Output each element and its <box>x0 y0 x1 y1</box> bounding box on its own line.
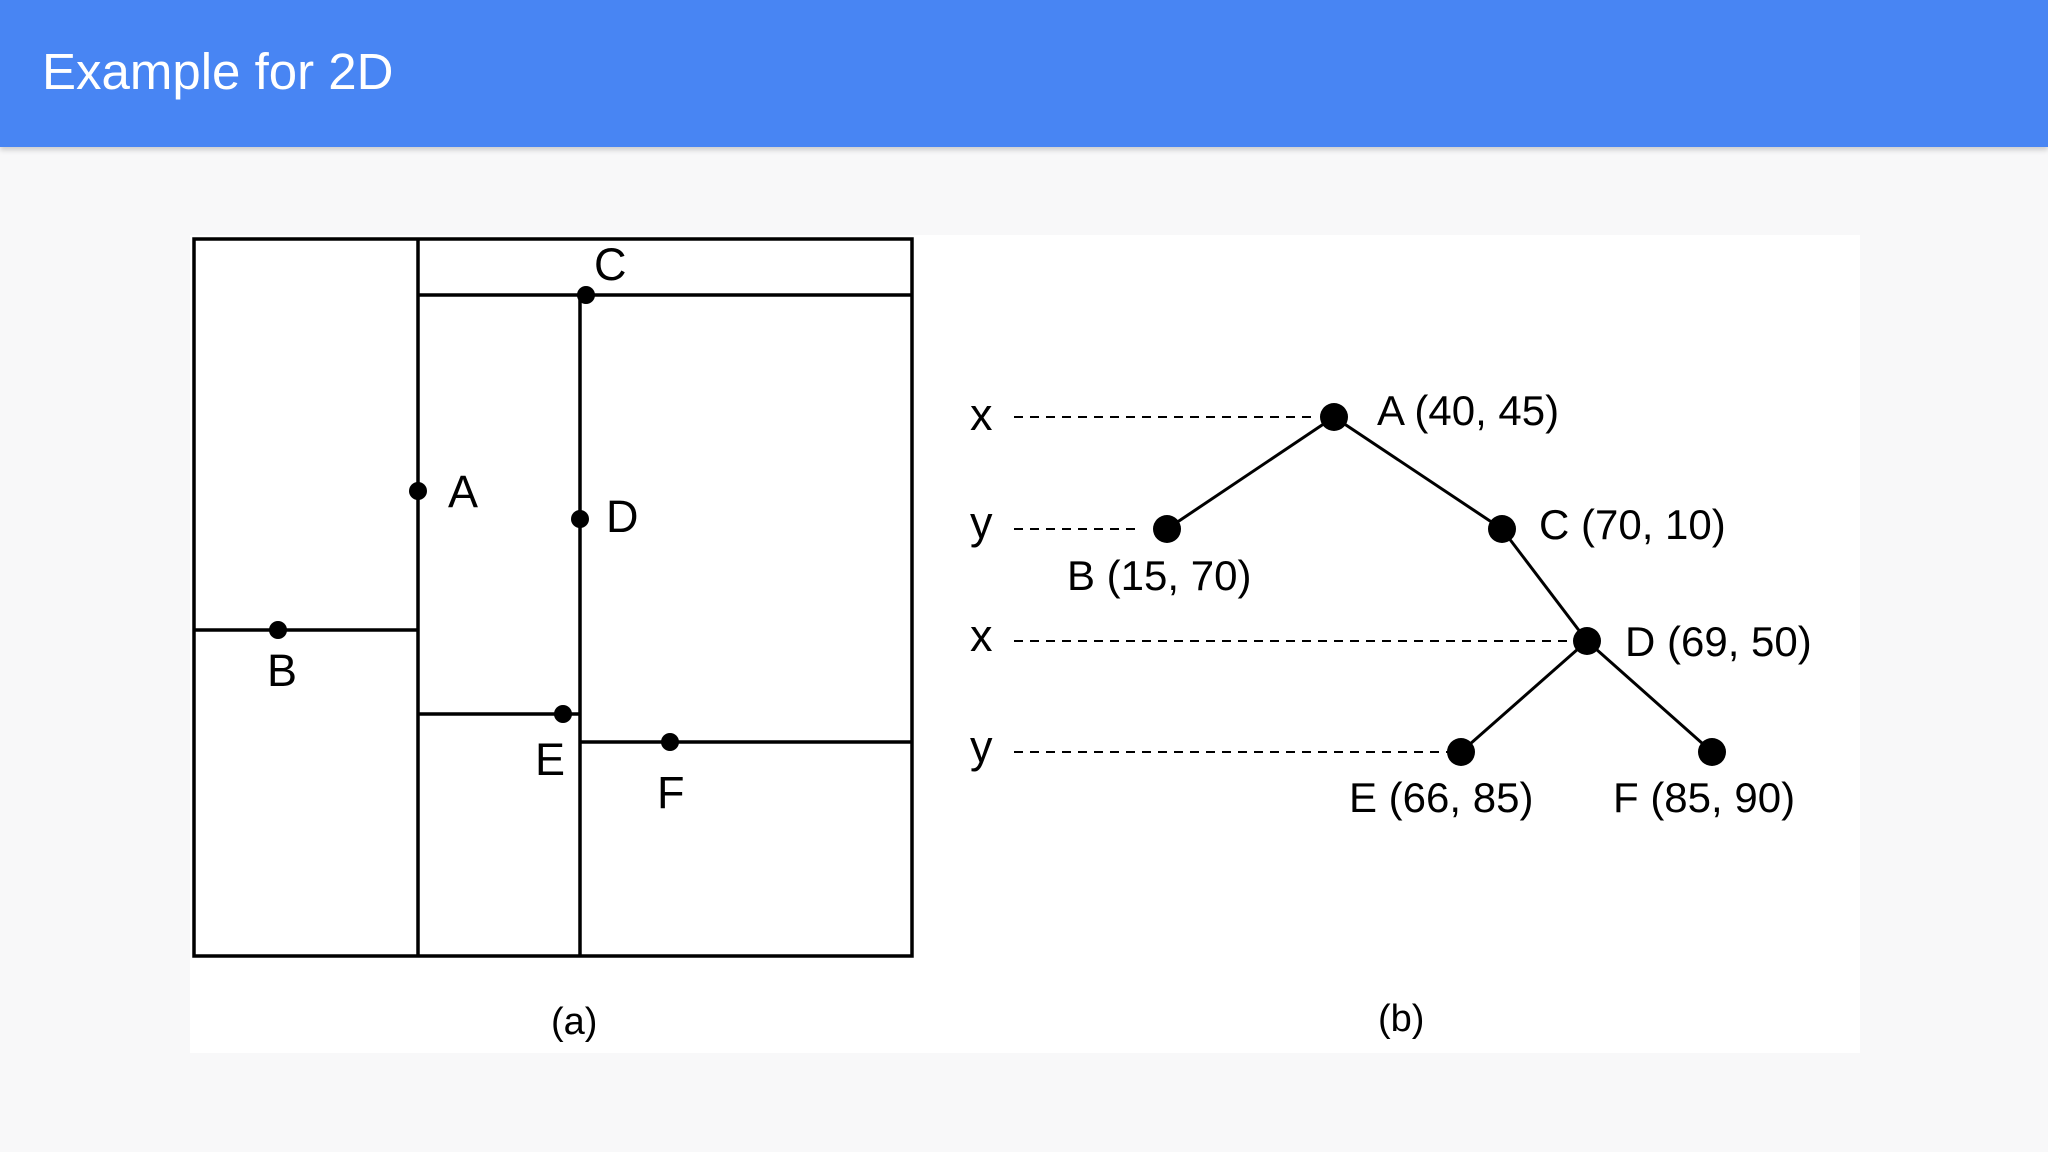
tree-node-label-f: F (85, 90) <box>1613 774 1795 821</box>
level-label-4: y <box>970 721 993 772</box>
level-label-3: x <box>970 610 993 661</box>
point-c <box>577 286 595 304</box>
caption-a: (a) <box>551 1001 597 1043</box>
edge-d-e <box>1460 639 1588 754</box>
point-a <box>409 482 427 500</box>
level-label-1: x <box>970 389 993 440</box>
edge-a-c <box>1333 415 1503 531</box>
tree-node-b <box>1153 515 1181 543</box>
bounding-box <box>192 237 914 958</box>
edge-c-d <box>1500 528 1589 642</box>
point-label-f: F <box>657 767 685 818</box>
level-guides <box>1014 416 1572 753</box>
tree-edges <box>1166 415 1713 754</box>
point-label-c: C <box>594 239 627 290</box>
tree-node-label-a: A (40, 45) <box>1377 387 1559 434</box>
title-bar: Example for 2D <box>0 0 2048 147</box>
tree-node-d <box>1573 627 1601 655</box>
slide-title: Example for 2D <box>42 43 394 100</box>
partition-points <box>269 286 679 751</box>
point-b <box>269 621 287 639</box>
tree-node-label-b: B (15, 70) <box>1067 552 1251 599</box>
point-label-b: B <box>267 645 297 696</box>
partition-panel <box>192 237 914 958</box>
tree-node-f <box>1698 738 1726 766</box>
tree-node-label-d: D (69, 50) <box>1625 618 1812 665</box>
edge-a-b <box>1166 415 1335 531</box>
point-e <box>554 705 572 723</box>
tree-nodes <box>1153 403 1726 766</box>
level-label-2: y <box>970 497 993 548</box>
point-d <box>571 510 589 528</box>
tree-node-a <box>1320 403 1348 431</box>
point-label-a: A <box>448 466 478 517</box>
point-label-e: E <box>535 734 565 785</box>
point-label-d: D <box>606 491 639 542</box>
tree-node-label-c: C (70, 10) <box>1539 501 1726 548</box>
point-f <box>661 733 679 751</box>
tree-node-c <box>1488 515 1516 543</box>
edge-d-f <box>1586 639 1713 754</box>
tree-node-e <box>1447 738 1475 766</box>
caption-b: (b) <box>1378 998 1424 1040</box>
tree-node-label-e: E (66, 85) <box>1349 774 1533 821</box>
